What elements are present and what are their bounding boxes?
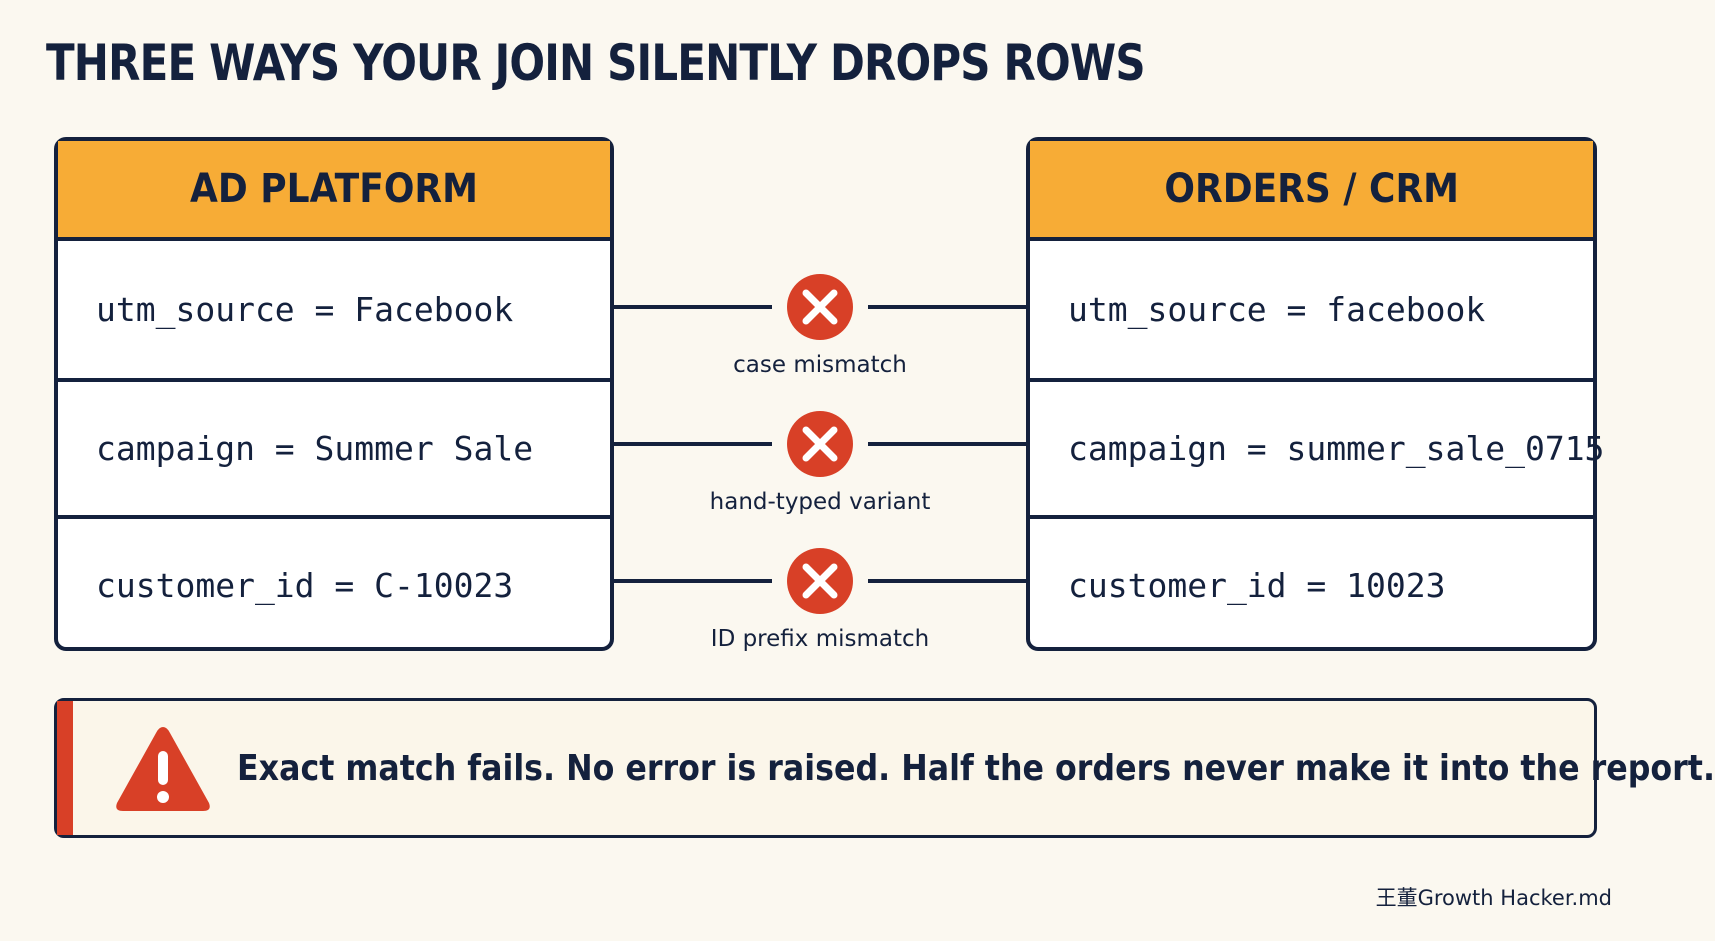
- banner-accent-bar: [57, 701, 73, 835]
- orders-crm-header-label: ORDERS / CRM: [1164, 166, 1459, 212]
- ad-platform-row-customer-id: customer_id = C-10023: [58, 515, 610, 652]
- connector-label: case mismatch: [733, 352, 907, 378]
- footer-credit: 王董Growth Hacker.md: [1375, 886, 1612, 910]
- warning-message: Exact match fails. No error is raised. H…: [237, 747, 1715, 789]
- connector-label: ID prefix mismatch: [710, 626, 930, 652]
- ad-platform-table: AD PLATFORM utm_source = Facebook campai…: [54, 137, 614, 651]
- connector-line: [614, 411, 1026, 477]
- ad-platform-header: AD PLATFORM: [58, 141, 610, 241]
- ad-platform-row-utm-source: utm_source = Facebook: [96, 290, 514, 329]
- connector-id-prefix-mismatch: ID prefix mismatch: [614, 546, 1026, 656]
- ad-platform-row-campaign: campaign = Summer Sale: [58, 378, 610, 515]
- x-circle-icon: [787, 548, 853, 614]
- orders-crm-table: ORDERS / CRM utm_source = facebook campa…: [1026, 137, 1604, 652]
- orders-crm-row-campaign: campaign = summer_sale_0715: [1030, 378, 1604, 515]
- connector-hand-typed-variant: hand-typed variant: [614, 409, 1026, 519]
- ad-platform-header-label: AD PLATFORM: [190, 166, 478, 212]
- page-title: THREE WAYS YOUR JOIN SILENTLY DROPS ROWS: [46, 34, 1146, 92]
- orders-crm-row-utm-source: utm_source = facebook: [1068, 290, 1486, 329]
- orders-crm-header: ORDERS / CRM: [1030, 141, 1593, 241]
- x-circle-icon: [787, 411, 853, 477]
- warning-banner: Exact match fails. No error is raised. H…: [54, 698, 1715, 838]
- connector-line: [614, 274, 1026, 340]
- connector-case-mismatch: case mismatch: [614, 272, 1026, 382]
- orders-crm-row-customer-id: customer_id = 10023: [1030, 515, 1593, 652]
- x-circle-icon: [787, 274, 853, 340]
- connector-line: [614, 548, 1026, 614]
- connector-label: hand-typed variant: [709, 489, 931, 515]
- warning-triangle-icon: [116, 727, 210, 811]
